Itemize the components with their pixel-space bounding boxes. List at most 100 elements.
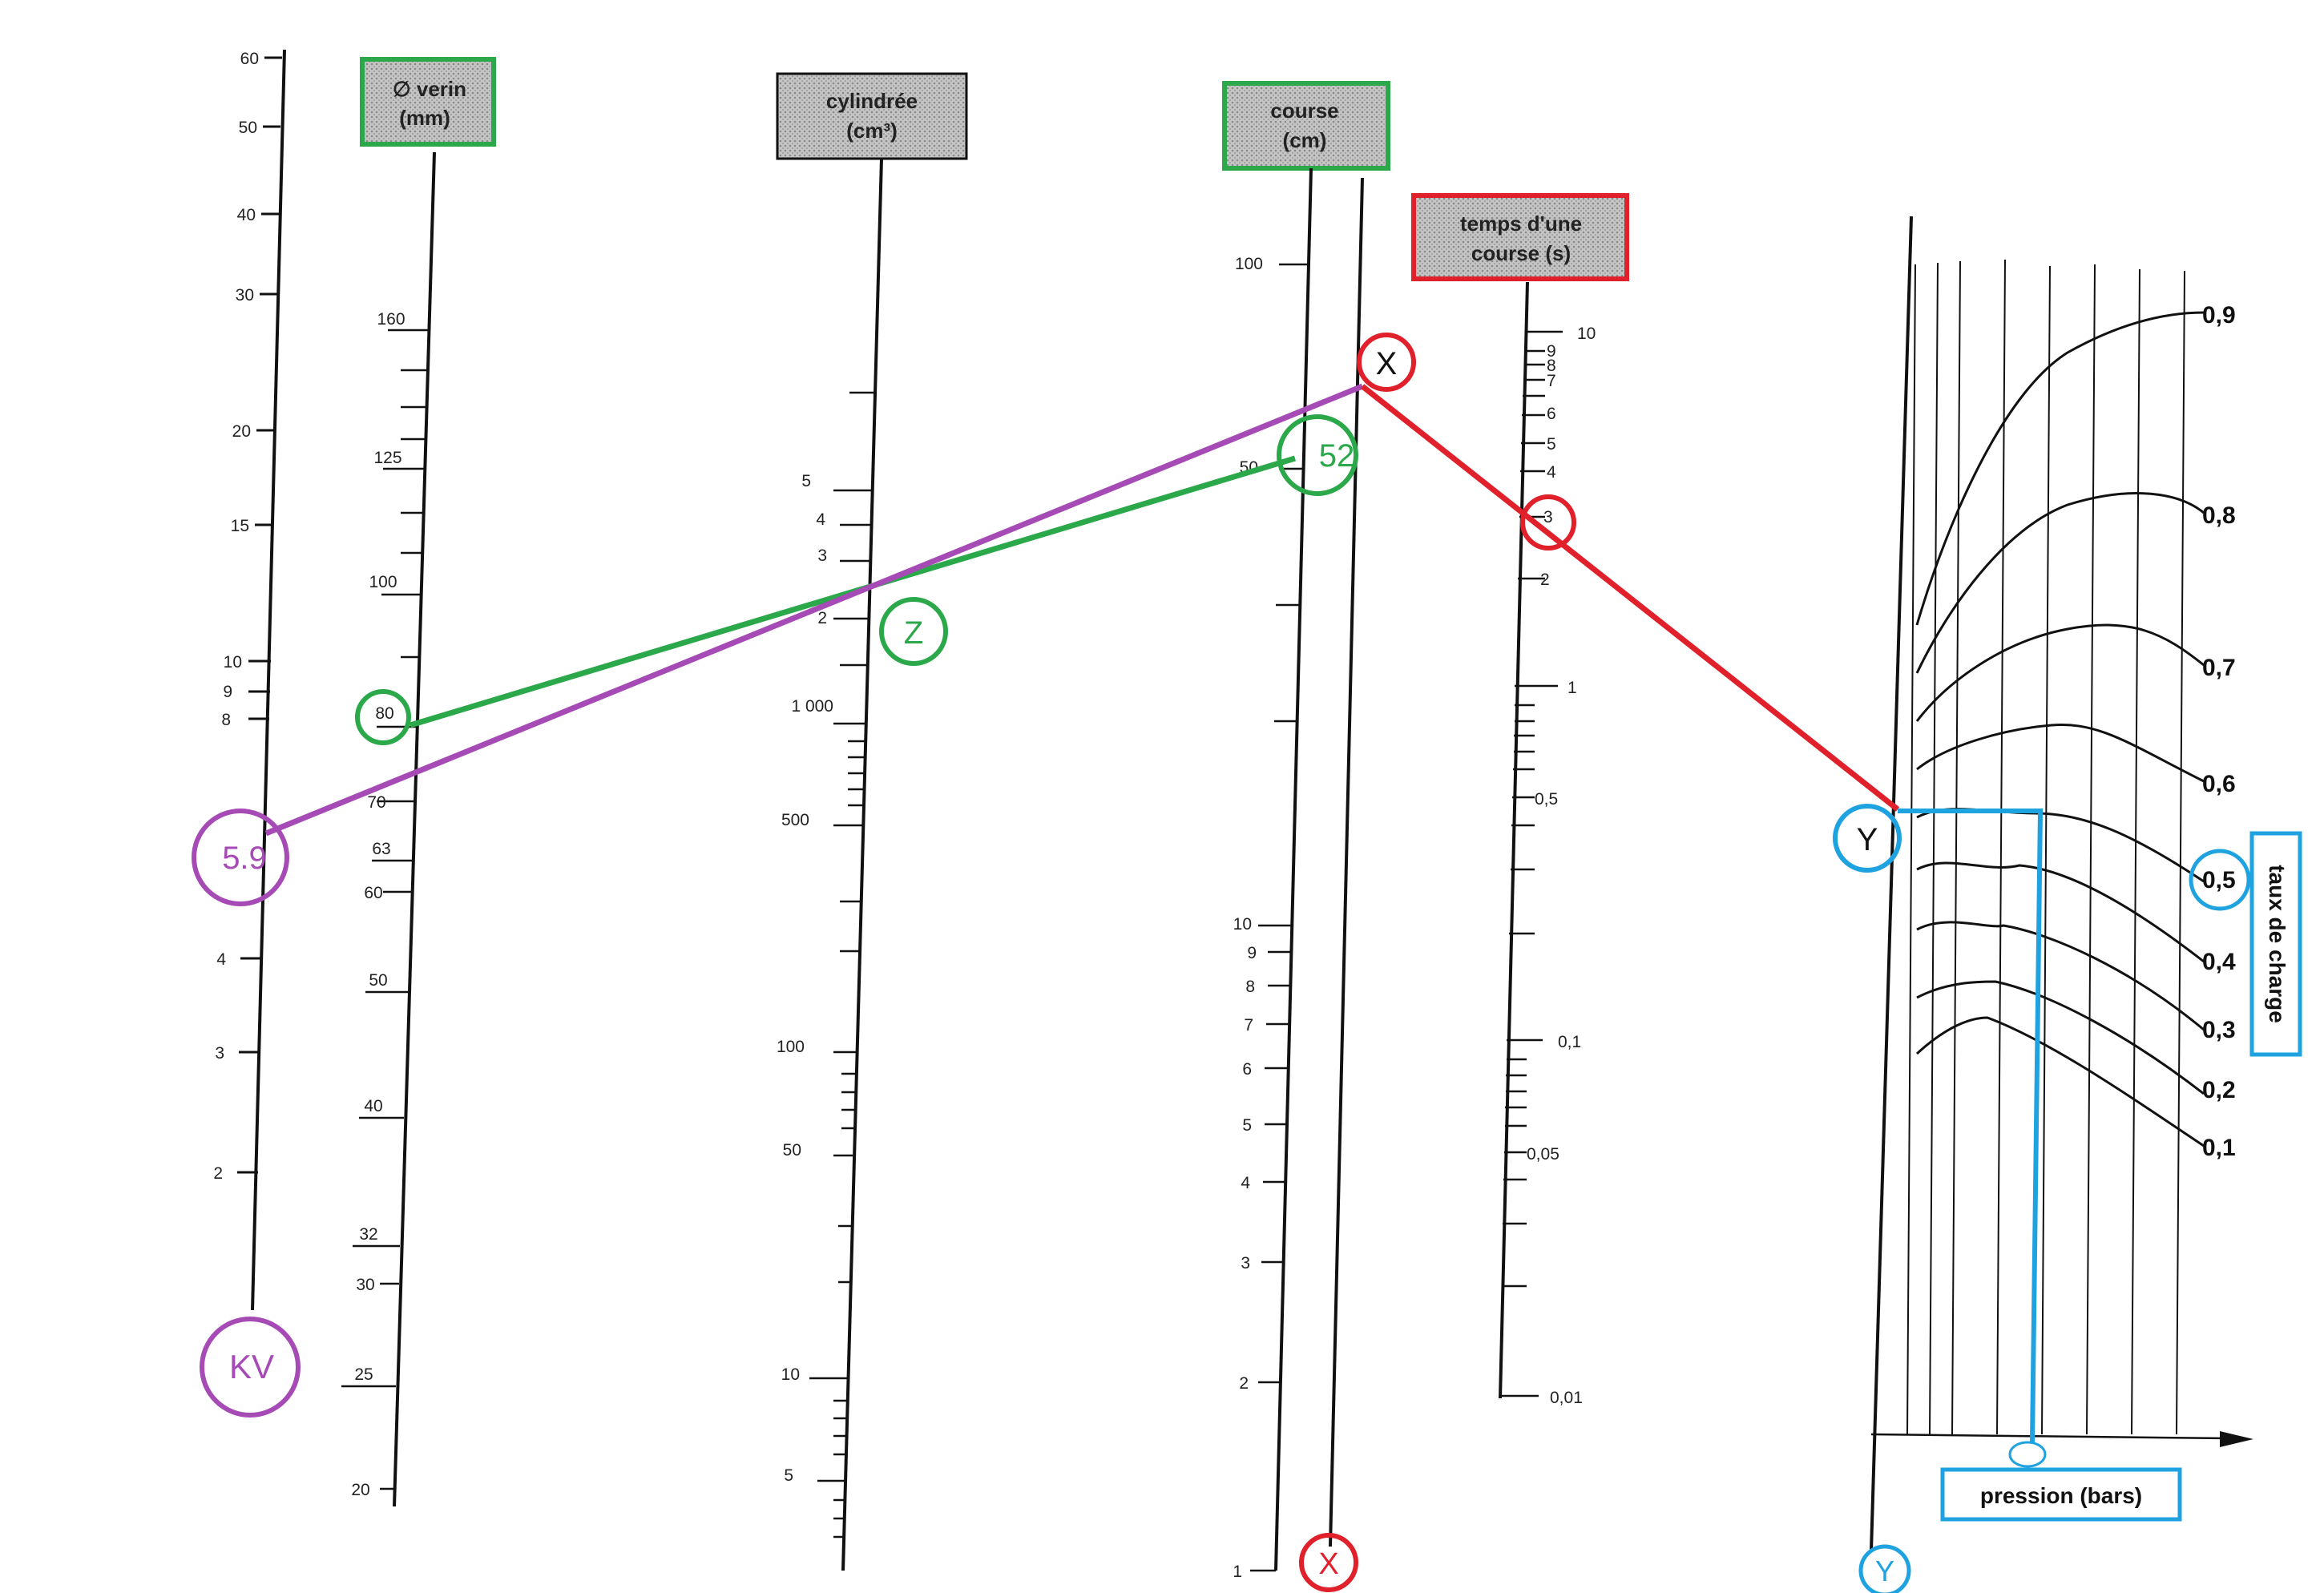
kv-label: KV [229, 1348, 274, 1385]
cylindree-tick-50: 50 [783, 1141, 801, 1159]
kv-tick-15: 15 [231, 517, 249, 535]
load-curve-0-2 [1916, 980, 2205, 1095]
temps-minor-ticks [1500, 330, 1563, 1397]
temps-tick-0-01: 0,01 [1550, 1389, 1583, 1407]
load-curve-0-4 [1916, 861, 2205, 963]
course-scale: course (cm) 100 50 10 9 8 7 6 5 4 3 [1222, 81, 1390, 1581]
load-axis-left [1870, 216, 1913, 1551]
temps-value-circle [1520, 494, 1576, 550]
kv-tick-9: 9 [223, 683, 232, 701]
x-top-circle [1357, 333, 1416, 392]
verin-tick-125: 125 [373, 449, 401, 467]
taux-label-box [2249, 831, 2302, 1057]
vertical-gridlines [1906, 259, 2185, 1435]
kv-ticks [237, 56, 282, 1174]
pressure-label: pression (bars) [1980, 1483, 2142, 1508]
verin-scale: ∅ verin (mm) 160 125 100 80 [341, 57, 496, 1507]
temps-tick-8: 8 [1547, 357, 1556, 375]
kv-tick-20: 20 [232, 422, 251, 441]
verin-tick-50: 50 [369, 971, 387, 990]
load-curve-0-7 [1915, 623, 2205, 722]
kv-tick-10: 10 [224, 653, 242, 671]
cylindree-tick-5: 5 [801, 472, 811, 490]
cylindree-axis [841, 158, 883, 1571]
load-label-0-9: 0,9 [2202, 302, 2236, 329]
temps-tick-0-5: 0,5 [1535, 790, 1558, 809]
verin-value-circle [355, 689, 411, 745]
cylindree-tick-100: 100 [777, 1038, 805, 1056]
kv-value-label: 5.9 [222, 841, 267, 876]
cylindree-header-line1: cylindrée [826, 89, 918, 113]
load-label-0-6: 0,6 [2202, 771, 2236, 797]
temps-tick-5: 5 [1547, 435, 1556, 454]
verin-tick-32: 32 [359, 1225, 377, 1244]
cylindree-tick-10: 10 [781, 1365, 800, 1384]
load-curve-0-5 [1916, 808, 2205, 883]
course-tick-4: 4 [1241, 1174, 1250, 1192]
red-line-x-to-y [1360, 384, 1900, 812]
course-tick-100: 100 [1235, 255, 1263, 273]
cylindree-tick-3: 3 [817, 546, 827, 565]
z-circle [879, 597, 948, 666]
temps-header-line2: course (s) [1471, 241, 1571, 265]
verin-tick-100: 100 [369, 573, 397, 591]
solution-lines [264, 383, 2044, 1443]
y-bottom-label: Y [1875, 1555, 1894, 1587]
cylindree-tick-1000: 1 000 [791, 697, 833, 716]
pressure-value-circle [2008, 1441, 2047, 1468]
course-tick-9: 9 [1247, 944, 1257, 962]
course-header [1222, 81, 1390, 171]
x-bottom-label: X [1318, 1547, 1338, 1581]
y-top-label: Y [1857, 822, 1878, 857]
verin-tick-20: 20 [351, 1481, 369, 1499]
annotations: 5.9 KV Z 52 X X Y Y [192, 333, 2251, 1593]
y-bottom-circle [1858, 1544, 1911, 1593]
course-header-line2: (cm) [1283, 128, 1327, 152]
verin-tick-60: 60 [364, 884, 382, 902]
kv-tick-3: 3 [215, 1044, 224, 1063]
kv-circle [200, 1317, 301, 1418]
kv-tick-2: 2 [213, 1164, 223, 1183]
cylindree-header [776, 72, 968, 160]
load-label-0-4: 0,4 [2202, 949, 2236, 975]
temps-axis [1499, 281, 1529, 1399]
verin-tick-30: 30 [356, 1276, 374, 1294]
verin-minor-ticks [341, 329, 428, 1490]
load-label-0-3: 0,3 [2202, 1017, 2236, 1043]
course-tick-2: 2 [1239, 1374, 1249, 1393]
course-tick-7: 7 [1244, 1016, 1253, 1034]
verin-tick-160: 160 [377, 310, 405, 329]
cylindree-tick-5-low: 5 [784, 1466, 793, 1485]
temps-tick-7: 7 [1547, 372, 1556, 390]
load-curve-0-8 [1915, 492, 2205, 674]
kv-tick-30: 30 [236, 286, 254, 304]
temps-tick-0-05: 0,05 [1527, 1145, 1559, 1163]
load-curves [1915, 311, 2205, 1147]
verin-tick-70: 70 [367, 793, 385, 812]
verin-axis [393, 151, 436, 1507]
temps-scale: temps d'une course (s) [1411, 193, 1629, 1407]
temps-tick-9: 9 [1547, 342, 1556, 361]
temps-tick-3: 3 [1543, 508, 1553, 526]
temps-tick-6: 6 [1547, 405, 1556, 423]
temps-header [1411, 193, 1629, 281]
verin-tick-25: 25 [354, 1365, 373, 1384]
course-tick-10: 10 [1233, 915, 1252, 934]
load-curve-0-9 [1915, 311, 2205, 626]
load-label-0-5: 0,5 [2202, 867, 2236, 893]
cylindree-tick-500: 500 [781, 811, 809, 829]
load-label-0-7: 0,7 [2202, 655, 2236, 681]
verin-header [360, 57, 496, 147]
kv-tick-8: 8 [221, 711, 231, 729]
load-chart: 0,9 0,8 0,7 0,6 0,5 0,4 0,3 0,2 0,1 pres… [1870, 216, 2302, 1551]
temps-tick-10: 10 [1577, 325, 1596, 343]
load-label-0-1: 0,1 [2202, 1135, 2236, 1161]
verin-tick-80: 80 [375, 704, 393, 723]
course-tick-1: 1 [1233, 1563, 1242, 1581]
kv-value-circle [192, 809, 289, 906]
load-curve-0-3 [1916, 921, 2205, 1031]
verin-tick-40: 40 [364, 1097, 382, 1115]
course-value-circle [1277, 414, 1358, 496]
verin-tick-63: 63 [372, 840, 390, 858]
